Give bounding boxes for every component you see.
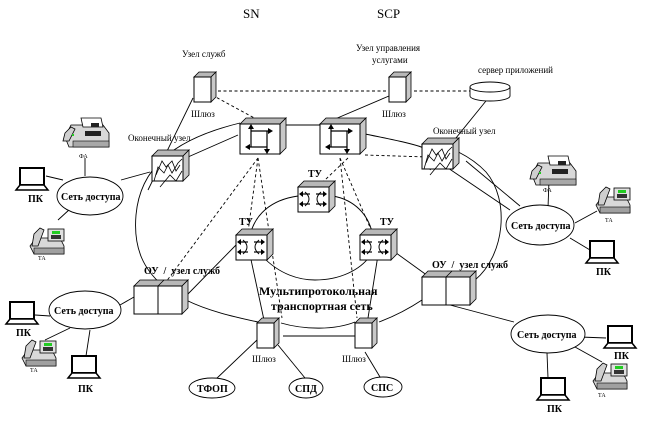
access-network-bottom-right: Сеть доступа — [510, 314, 586, 354]
outer-ring — [135, 122, 241, 286]
outer-ring — [185, 299, 259, 323]
tu-left-label: ТУ — [239, 217, 254, 228]
sn-header: SN — [243, 6, 260, 21]
phone-icon — [592, 362, 628, 390]
scp-gateway-label: Шлюз — [382, 109, 406, 119]
gateway-bottom-right — [354, 317, 378, 349]
pc-label: ПК — [16, 328, 32, 339]
inner-ring — [332, 195, 373, 233]
pc-label: ПК — [78, 384, 94, 395]
pc-icon — [536, 377, 570, 401]
scp-label-line1: Узел управления — [356, 43, 420, 53]
gateway-bottom-right-label: Шлюз — [342, 354, 366, 364]
ou-node-left — [133, 279, 189, 315]
edge-node-left-label: Оконечный узел — [128, 133, 191, 143]
fax-icon — [62, 117, 110, 148]
ou-node-right — [421, 270, 477, 306]
pc-icon — [67, 355, 101, 379]
core-switch-sn — [239, 117, 287, 155]
pc-icon — [15, 167, 49, 191]
access-network-top-right: Сеть доступа — [505, 204, 575, 246]
fax-icon — [529, 155, 577, 186]
pc-label: ПК — [614, 351, 630, 362]
core-network-label-line1: Мультипротокольная — [259, 284, 378, 298]
tu-top-label: ТУ — [308, 169, 323, 180]
access-network-label: Сеть доступа — [517, 330, 577, 341]
app-server-label: сервер приложений — [478, 65, 553, 75]
service-node-gateway-label: Шлюз — [191, 109, 215, 119]
ou-right-label: ОУ / узел служб — [432, 260, 508, 271]
tu-node-left — [235, 228, 274, 261]
edge-node-left — [151, 149, 190, 188]
access-network-label: Сеть доступа — [54, 306, 114, 317]
edge-node-right — [421, 137, 460, 176]
outer-ring — [280, 321, 356, 329]
outer-ring — [364, 133, 429, 151]
access-network-label: Сеть доступа — [511, 221, 571, 232]
access-network-label: Сеть доступа — [61, 192, 121, 203]
fax-label: ФА — [79, 154, 88, 160]
data-network-label: СПД — [295, 384, 317, 395]
service-node-gateway — [193, 71, 217, 103]
edge-node-right-label: Оконечный узел — [433, 126, 496, 136]
tu-node-right — [359, 228, 398, 261]
phone-label: ТА — [38, 256, 46, 262]
mobile-network: СПС — [363, 376, 403, 398]
phone-icon — [595, 186, 631, 214]
pc-icon — [585, 240, 619, 264]
access-network-bottom-left: Сеть доступа — [48, 290, 122, 330]
pstn-label: ТФОП — [197, 384, 228, 395]
access-network-top-left: Сеть доступа — [56, 176, 124, 216]
core-switch-scp — [319, 117, 367, 155]
pstn-network: ТФОП — [188, 377, 236, 399]
service-node-label: Узел служб — [182, 49, 226, 59]
phone-label: ТА — [605, 218, 613, 224]
scp-header: SCP — [377, 6, 400, 21]
data-network: СПД — [288, 377, 324, 399]
connections — [34, 90, 607, 381]
mobile-network-label: СПС — [371, 383, 393, 394]
tu-node-top — [297, 180, 336, 213]
pc-label: ПК — [28, 194, 44, 205]
app-server-icon — [469, 81, 511, 102]
pc-icon — [5, 301, 39, 325]
outer-ring — [378, 299, 423, 323]
tu-right-label: ТУ — [380, 217, 395, 228]
fax-label: ФА — [543, 188, 552, 194]
phone-label: ТА — [30, 368, 38, 374]
gateway-bottom-left — [256, 317, 280, 349]
pc-icon — [603, 325, 637, 349]
ou-left-label: ОУ / узел служб — [144, 266, 220, 277]
phone-label: ТА — [598, 393, 606, 399]
inner-ring — [261, 255, 371, 281]
pc-label: ПК — [547, 404, 563, 415]
core-network-label-line2: транспортная сеть — [271, 299, 373, 313]
pc-label: ПК — [596, 267, 612, 278]
phone-icon — [21, 339, 57, 367]
gateway-bottom-left-label: Шлюз — [252, 354, 276, 364]
scp-gateway — [388, 71, 412, 103]
phone-icon — [29, 227, 65, 255]
scp-label-line2: услугами — [372, 55, 408, 65]
